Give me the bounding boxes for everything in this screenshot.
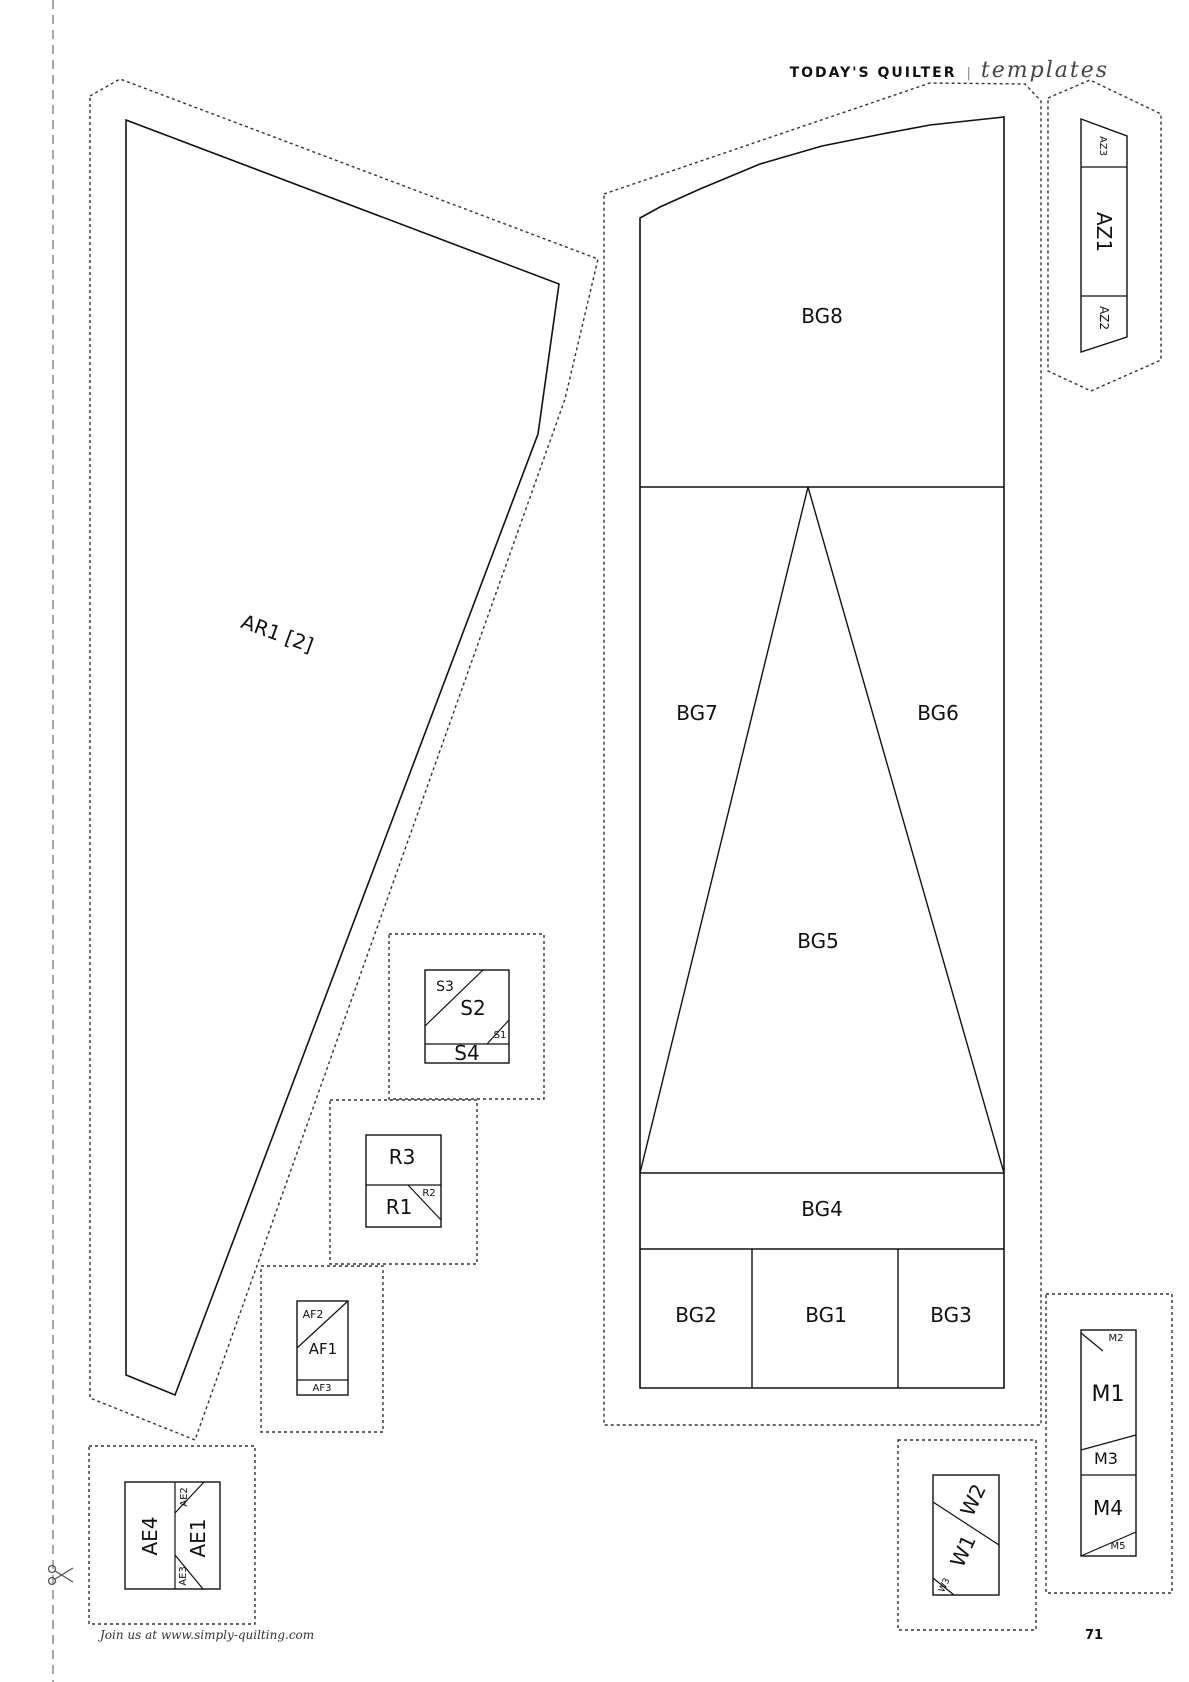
template-label: R1 [386,1195,413,1219]
template-label: BG6 [917,701,959,725]
template-ar1: AR1 [2] [89,78,599,1441]
template-ae: AE4 AE2 AE1 AE3 [88,1445,256,1625]
template-af: AF2 AF1 AF3 [260,1265,384,1433]
template-label: BG8 [801,304,843,328]
template-label: AE2 [179,1487,190,1507]
template-s: S3 S2 S1 S4 [388,933,545,1100]
template-bg: BG8 BG7 BG6 BG5 BG4 BG2 BG1 BG3 [603,82,1042,1426]
template-label: AZ3 [1097,136,1108,156]
template-w: W2 W1 W3 [897,1439,1037,1631]
template-label: M4 [1093,1496,1123,1520]
template-label: AZ1 [1092,212,1116,252]
template-label: M3 [1094,1449,1118,1468]
template-az: AZ3 AZ1 AZ2 [1047,79,1162,392]
template-label: AF2 [303,1308,324,1321]
template-label: BG7 [676,701,718,725]
template-label: AE4 [138,1516,162,1555]
template-label: M2 [1109,1333,1124,1344]
template-m: M2 M1 M3 M4 M5 [1045,1293,1173,1594]
template-label: R3 [389,1145,416,1169]
template-label: BG4 [801,1197,843,1221]
template-label: AR1 [2] [238,609,317,657]
template-label: R2 [422,1188,435,1199]
template-label: W1 [945,1531,980,1571]
template-label: S1 [494,1030,507,1041]
template-label: S4 [454,1041,479,1065]
template-label: AF1 [309,1340,337,1358]
section-title: templates [980,58,1109,83]
template-label: BG5 [797,929,839,953]
template-label: BG1 [805,1303,847,1327]
template-label: M5 [1111,1541,1126,1552]
template-label: AZ2 [1097,306,1111,330]
template-label: M1 [1092,1382,1125,1407]
template-label: W2 [955,1480,990,1520]
magazine-brand: TODAY'S QUILTER [789,65,957,81]
template-label: BG3 [930,1303,972,1327]
template-label: AE3 [178,1566,189,1586]
footer-website: Join us at www.simply-quilting.com [100,1628,315,1642]
template-label: AF3 [313,1383,332,1394]
template-label: BG2 [675,1303,717,1327]
template-label: S3 [436,979,454,995]
page-header: TODAY'S QUILTER | templates [790,58,1109,83]
template-label: AE1 [186,1518,210,1557]
header-separator: | [966,66,971,81]
scissors-icon [47,1564,74,1586]
page-number: 71 [1085,1628,1104,1643]
template-r: R3 R1 R2 [329,1099,478,1265]
template-label: S2 [460,996,485,1020]
